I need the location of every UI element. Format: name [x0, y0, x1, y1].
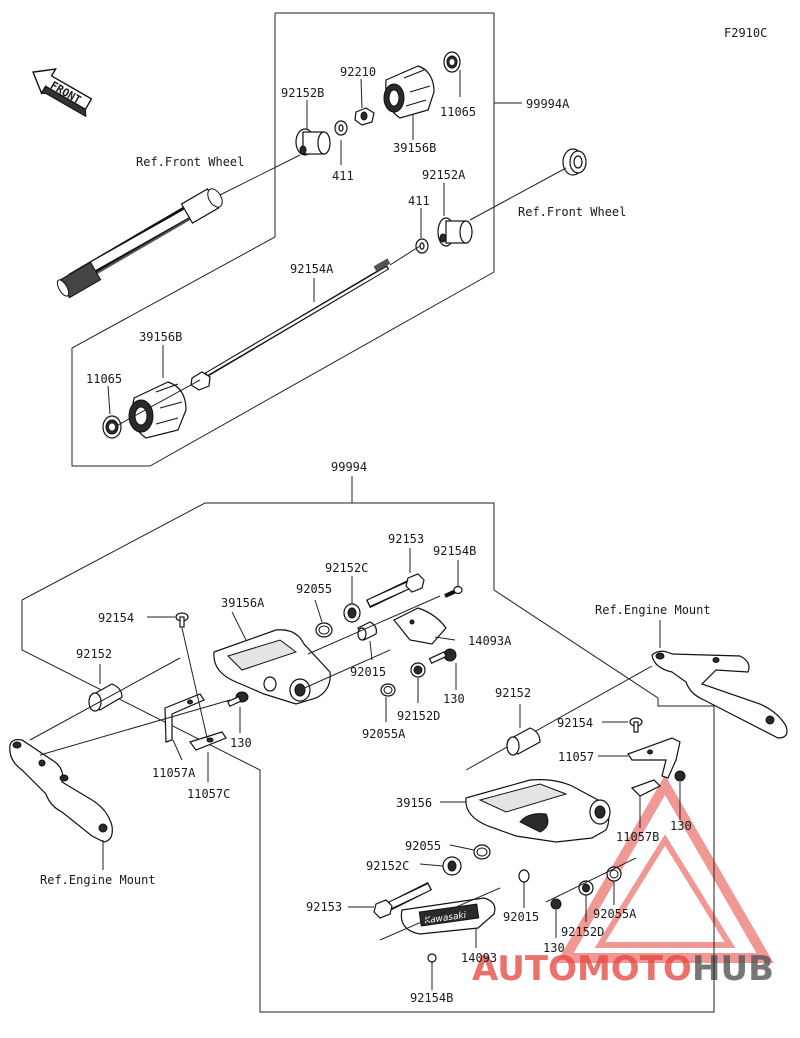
label-92153-top: 92153	[388, 532, 424, 546]
part-92154-left	[175, 612, 189, 628]
watermark-text-a: AUTOMOTO	[472, 949, 692, 989]
label-130-bottom: 130	[543, 941, 565, 955]
part-130-top	[428, 648, 457, 664]
part-130-right	[674, 770, 686, 820]
part-130-left	[226, 691, 249, 708]
part-92153-top	[366, 573, 425, 609]
part-92152C-top	[343, 603, 361, 623]
part-92152-left	[88, 683, 123, 712]
lower-left-leader-lines	[29, 548, 459, 782]
label-92015-top: 92015	[350, 665, 386, 679]
label-92055-bottom: 92055	[405, 839, 441, 853]
label-92015-bottom: 92015	[503, 910, 539, 924]
part-39156B-top	[383, 65, 435, 119]
label-92055A-top: 92055A	[362, 727, 406, 741]
watermark-text-b: HUB	[692, 949, 774, 989]
front-axle	[56, 154, 301, 299]
label-92152-left: 92152	[76, 647, 112, 661]
front-arrow-icon: FRONT	[32, 68, 93, 118]
part-92015-bottom	[518, 869, 530, 908]
label-92154B-top: 92154B	[433, 544, 476, 558]
label-39156B-bottom: 39156B	[139, 330, 182, 344]
part-92154A	[190, 258, 391, 391]
label-92152B: 92152B	[281, 86, 324, 100]
part-92154-right	[602, 717, 643, 733]
label-ref-front-wheel-left: Ref.Front Wheel	[136, 155, 244, 169]
right-engine-mount	[465, 620, 788, 771]
label-11057B: 11057B	[616, 830, 659, 844]
label-92055-top: 92055	[296, 582, 332, 596]
part-11057	[598, 737, 681, 779]
part-39156B-bottom	[128, 381, 187, 439]
label-11057: 11057	[558, 750, 594, 764]
label-92154-left: 92154	[98, 611, 134, 625]
label-39156: 39156	[396, 796, 432, 810]
part-92152A	[437, 217, 473, 247]
part-92152B	[295, 128, 331, 156]
label-11057A: 11057A	[152, 766, 196, 780]
label-411-top: 411	[332, 169, 354, 183]
part-11065-top	[443, 51, 461, 73]
label-11057C: 11057C	[187, 787, 230, 801]
label-ref-engine-mount-left: Ref.Engine Mount	[40, 873, 156, 887]
part-130-bottom	[550, 898, 562, 938]
part-ref-wheel-bearing	[562, 148, 587, 176]
label-99994A: 99994A	[526, 97, 570, 111]
part-92154B-bottom	[427, 953, 437, 990]
part-11065-bottom	[102, 415, 122, 439]
label-92152C-bottom: 92152C	[366, 859, 409, 873]
label-92154B-bottom: 92154B	[410, 991, 453, 1005]
part-14093: Kawasaki	[379, 887, 501, 948]
label-92154-right: 92154	[557, 716, 593, 730]
label-ref-engine-mount-right: Ref.Engine Mount	[595, 603, 711, 617]
label-11065-top: 11065	[440, 105, 476, 119]
label-39156A: 39156A	[221, 596, 265, 610]
upper-kit-outline	[71, 12, 522, 467]
label-92152C-top: 92152C	[325, 561, 368, 575]
label-130-left: 130	[230, 736, 252, 750]
part-labels: 92210 92152B 11065 99994A 39156B Ref.Fro…	[40, 65, 711, 1005]
label-92152-right: 92152	[495, 686, 531, 700]
label-92152D-top: 92152D	[397, 709, 440, 723]
label-14093: 14093	[461, 951, 497, 965]
label-92154A: 92154A	[290, 262, 334, 276]
label-14093A: 14093A	[468, 634, 512, 648]
label-130-right: 130	[670, 819, 692, 833]
part-39156	[440, 779, 611, 843]
label-92210: 92210	[340, 65, 376, 79]
label-130-top: 130	[443, 692, 465, 706]
part-14093A	[393, 607, 447, 645]
label-92152A: 92152A	[422, 168, 466, 182]
part-92152D-top	[410, 662, 426, 678]
upper-leader-lines	[107, 70, 461, 415]
label-411-mid: 411	[408, 194, 430, 208]
label-92153-bottom: 92153	[306, 900, 342, 914]
part-11057A	[164, 693, 205, 743]
part-39156A	[213, 629, 331, 705]
part-92152-right	[506, 704, 541, 756]
figure-code: F2910C	[724, 26, 767, 40]
label-92055A-bottom: 92055A	[593, 907, 637, 921]
part-11057B	[630, 779, 662, 828]
label-92152D-bottom: 92152D	[561, 925, 604, 939]
lower-right-axis-line	[545, 857, 637, 903]
part-92153-bottom	[348, 881, 433, 919]
lower-kit-outline	[21, 476, 715, 1013]
part-92154B-top	[444, 585, 463, 598]
left-engine-mount	[9, 738, 113, 870]
label-39156B-top: 39156B	[393, 141, 436, 155]
label-11065-bottom: 11065	[86, 372, 122, 386]
part-92152C-bottom	[419, 856, 462, 876]
label-ref-front-wheel-right: Ref.Front Wheel	[518, 205, 626, 219]
label-99994: 99994	[331, 460, 367, 474]
